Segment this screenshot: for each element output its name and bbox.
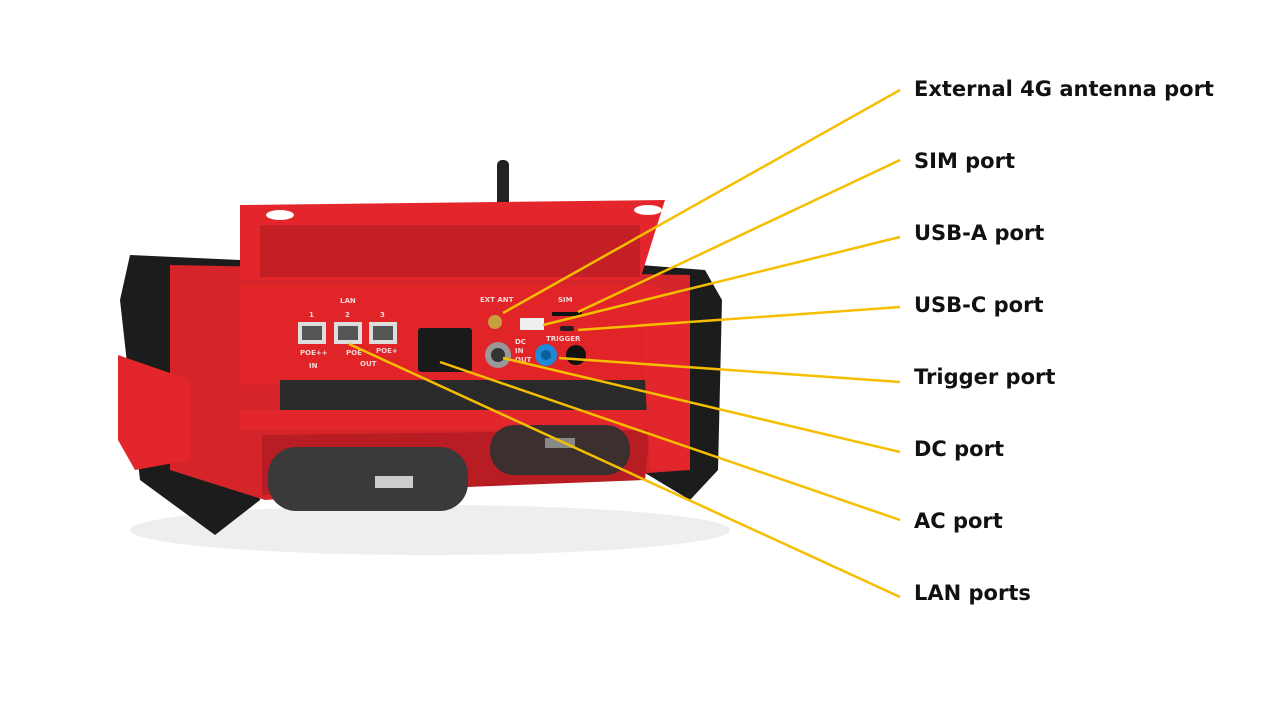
label-dc-port: DC port <box>914 437 1005 461</box>
leader-usb-a <box>542 235 901 327</box>
svg-text:SIM: SIM <box>558 296 573 304</box>
ac-port <box>418 328 472 372</box>
svg-text:POE++: POE++ <box>300 349 328 357</box>
antenna <box>497 160 509 210</box>
svg-text:EXT ANT: EXT ANT <box>480 296 514 304</box>
svg-text:1: 1 <box>309 311 314 319</box>
leader-ac <box>439 360 901 522</box>
svg-text:3: 3 <box>380 311 385 319</box>
left-handle <box>118 355 190 470</box>
label-lan-ports: LAN ports <box>914 581 1031 605</box>
leader-lines <box>348 88 901 599</box>
svg-text:IN: IN <box>309 362 318 370</box>
leader-usb-c <box>577 305 901 332</box>
leader-lan <box>348 342 901 599</box>
usb-c-port <box>560 326 574 331</box>
leader-trigger <box>558 356 901 384</box>
svg-text:POE: POE <box>346 349 362 357</box>
label-usb-c-port: USB-C port <box>914 293 1044 317</box>
svg-text:2: 2 <box>345 311 350 319</box>
svg-text:IN: IN <box>515 347 524 355</box>
svg-text:DC: DC <box>515 338 526 346</box>
ext-antenna-connector <box>488 315 502 329</box>
label-trigger-port: Trigger port <box>914 365 1056 389</box>
label-ac-port: AC port <box>914 509 1003 533</box>
svg-text:OUT: OUT <box>360 360 377 368</box>
label-sim-port: SIM port <box>914 149 1016 173</box>
leader-sim <box>577 158 901 314</box>
svg-text:POE+: POE+ <box>376 347 398 355</box>
leader-ext-antenna <box>502 88 901 315</box>
battery <box>268 447 468 511</box>
leader-dc <box>502 356 901 454</box>
svg-text:TRIGGER: TRIGGER <box>546 335 581 343</box>
label-external-antenna-port: External 4G antenna port <box>914 77 1214 101</box>
sim-slot <box>552 312 582 316</box>
label-usb-a-port: USB-A port <box>914 221 1045 245</box>
usb-a-port <box>520 318 544 330</box>
lan-text: LAN <box>340 297 356 305</box>
svg-text:OUT: OUT <box>515 356 532 364</box>
lan-ports <box>298 322 397 344</box>
